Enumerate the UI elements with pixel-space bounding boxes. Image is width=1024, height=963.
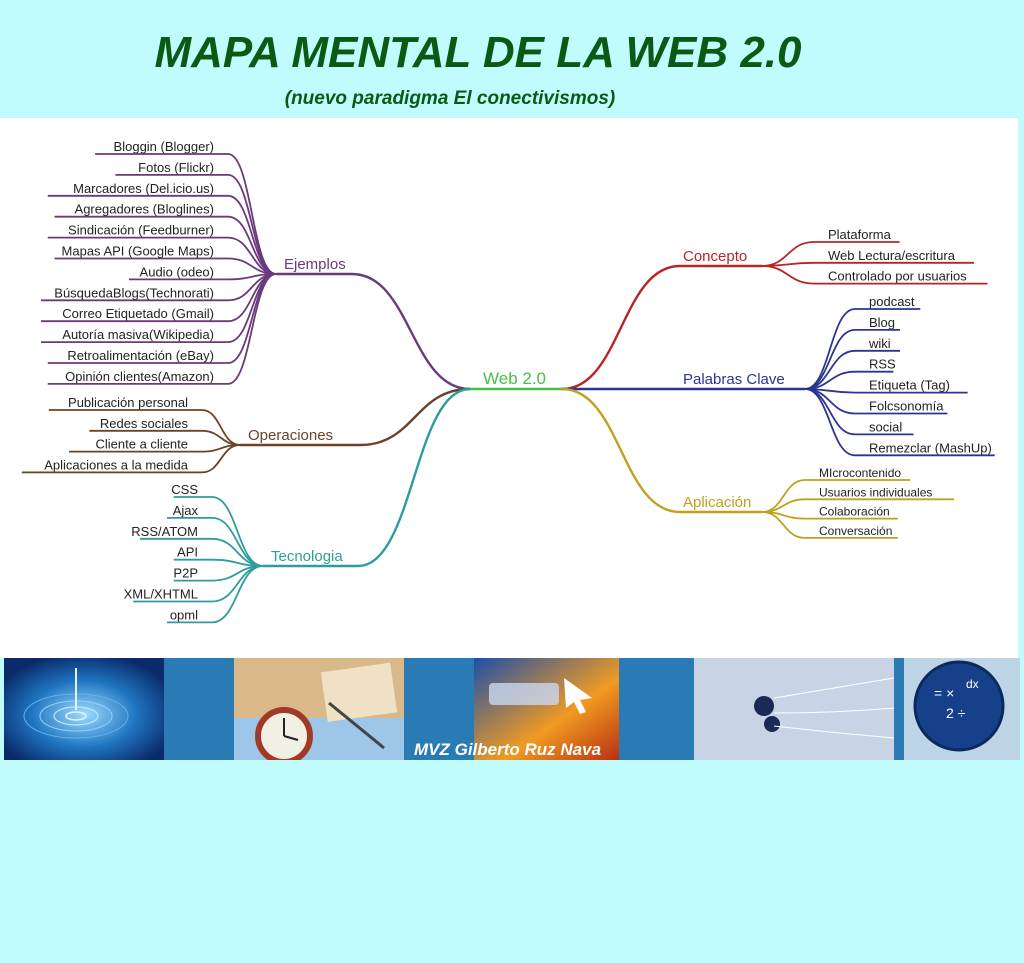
leaf-label: Sindicación (Feedburner) [68, 223, 214, 238]
branch-connector [561, 264, 681, 391]
leaf-connector [761, 511, 806, 539]
leaf-label: Bloggin (Blogger) [114, 139, 214, 154]
leaf-connector [804, 349, 856, 390]
branch-connector [561, 387, 681, 514]
leaf-label: Opinión clientes(Amazon) [65, 369, 214, 384]
leaf-label: API [177, 545, 198, 560]
center-node: Web 2.0 [470, 369, 562, 391]
leaf-connector [201, 409, 241, 446]
leaf-connector [804, 388, 856, 436]
page-subtitle: (nuevo paradigma El conectivismos) [284, 88, 616, 109]
center-label: Web 2.0 [483, 369, 546, 388]
leaf-label: Correo Etiquetado (Gmail) [62, 306, 214, 321]
leaf-connector [804, 388, 856, 457]
clock-papers-image [234, 658, 404, 760]
leaf-label: Conversación [819, 524, 892, 538]
leaf-label: Folcsonomía [869, 399, 944, 414]
leaf-label: Cliente a cliente [96, 437, 189, 452]
leaf-label: Mapas API (Google Maps) [62, 244, 214, 259]
leaf-label: Web Lectura/escritura [828, 248, 956, 263]
leaf-connector [201, 444, 241, 474]
leaf-label: Colaboración [819, 505, 890, 519]
leaf-label: Redes sociales [100, 416, 189, 431]
branch-connector [359, 387, 471, 447]
leaf-label: Agregadores (Bloglines) [75, 202, 214, 217]
water-ripple-image [4, 658, 164, 760]
leaf-connector [227, 194, 277, 275]
leaf-label: Blog [869, 315, 895, 330]
globe-hands-image [694, 658, 894, 760]
mind-map-canvas: Ejemplos Bloggin (Blogger) Fotos (Flickr) M… [21, 139, 995, 624]
leaf-label: Aplicaciones a la medida [44, 457, 189, 472]
leaf-label: Autoría masiva(Wikipedia) [62, 327, 214, 342]
branch-label: Ejemplos [284, 256, 346, 273]
leaf-label: Controlado por usuarios [828, 269, 967, 284]
leaf-label: Plataforma [828, 227, 892, 242]
branch-label: Operaciones [248, 427, 333, 444]
leaf-label: Audio (odeo) [140, 264, 214, 279]
leaf-connector [227, 273, 277, 323]
mind-map: Ejemplos Bloggin (Blogger) Fotos (Flickr) M… [0, 118, 1018, 658]
leaf-label: Fotos (Flickr) [138, 160, 214, 175]
leaf-label: RSS/ATOM [131, 524, 198, 539]
leaf-connector [227, 273, 277, 385]
author-name: MVZ Gilberto Ruz Nava [414, 740, 602, 759]
leaf-label: social [869, 419, 902, 434]
leaf-connector [761, 265, 815, 285]
leaf-connector [211, 565, 264, 624]
branch-connector [357, 387, 471, 568]
leaf-label: XML/XHTML [124, 587, 198, 602]
leaf-label: Publicación personal [68, 395, 188, 410]
leaf-label: Retroalimentación (eBay) [67, 348, 214, 363]
leaf-label: wiki [868, 336, 891, 351]
leaf-connector [211, 517, 264, 567]
leaf-connector [761, 479, 806, 513]
leaf-label: P2P [173, 566, 198, 581]
branch-connector [351, 272, 471, 391]
branch-label: Concepto [683, 248, 747, 265]
leaf-label: opml [170, 607, 198, 622]
page-title: MAPA MENTAL DE LA WEB 2.0 [154, 28, 802, 77]
branch-label: Palabras Clave [683, 371, 785, 388]
leaf-label: Remezclar (MashUp) [869, 440, 992, 455]
leaf-label: Marcadores (Del.icio.us) [73, 181, 214, 196]
footer-banner: = × 2 ÷ dx MVZ Gilberto Ruz Nava [4, 658, 1020, 760]
svg-text:dx: dx [966, 677, 979, 691]
leaf-label: Usuarios individuales [819, 485, 932, 499]
branch-ejemplos: Ejemplos Bloggin (Blogger) Fotos (Flickr) M… [41, 139, 471, 391]
leaf-label: MIcrocontenido [819, 466, 901, 480]
world-map-image [474, 658, 619, 760]
leaf-connector [211, 496, 264, 567]
leaf-label: podcast [869, 294, 915, 309]
leaf-label: BúsquedaBlogs(Technorati) [54, 285, 214, 300]
leaf-label: RSS [869, 357, 896, 372]
math-sphere-image: = × 2 ÷ dx [904, 658, 1020, 760]
leaf-label: Ajax [173, 503, 199, 518]
svg-text:2 ÷: 2 ÷ [946, 705, 966, 721]
branch-label: Tecnologia [271, 548, 343, 565]
leaf-connector [804, 308, 856, 390]
branch-label: Aplicación [683, 494, 751, 511]
leaf-label: Etiqueta (Tag) [869, 378, 950, 393]
svg-text:= ×: = × [934, 685, 954, 701]
leaf-label: CSS [171, 482, 198, 497]
